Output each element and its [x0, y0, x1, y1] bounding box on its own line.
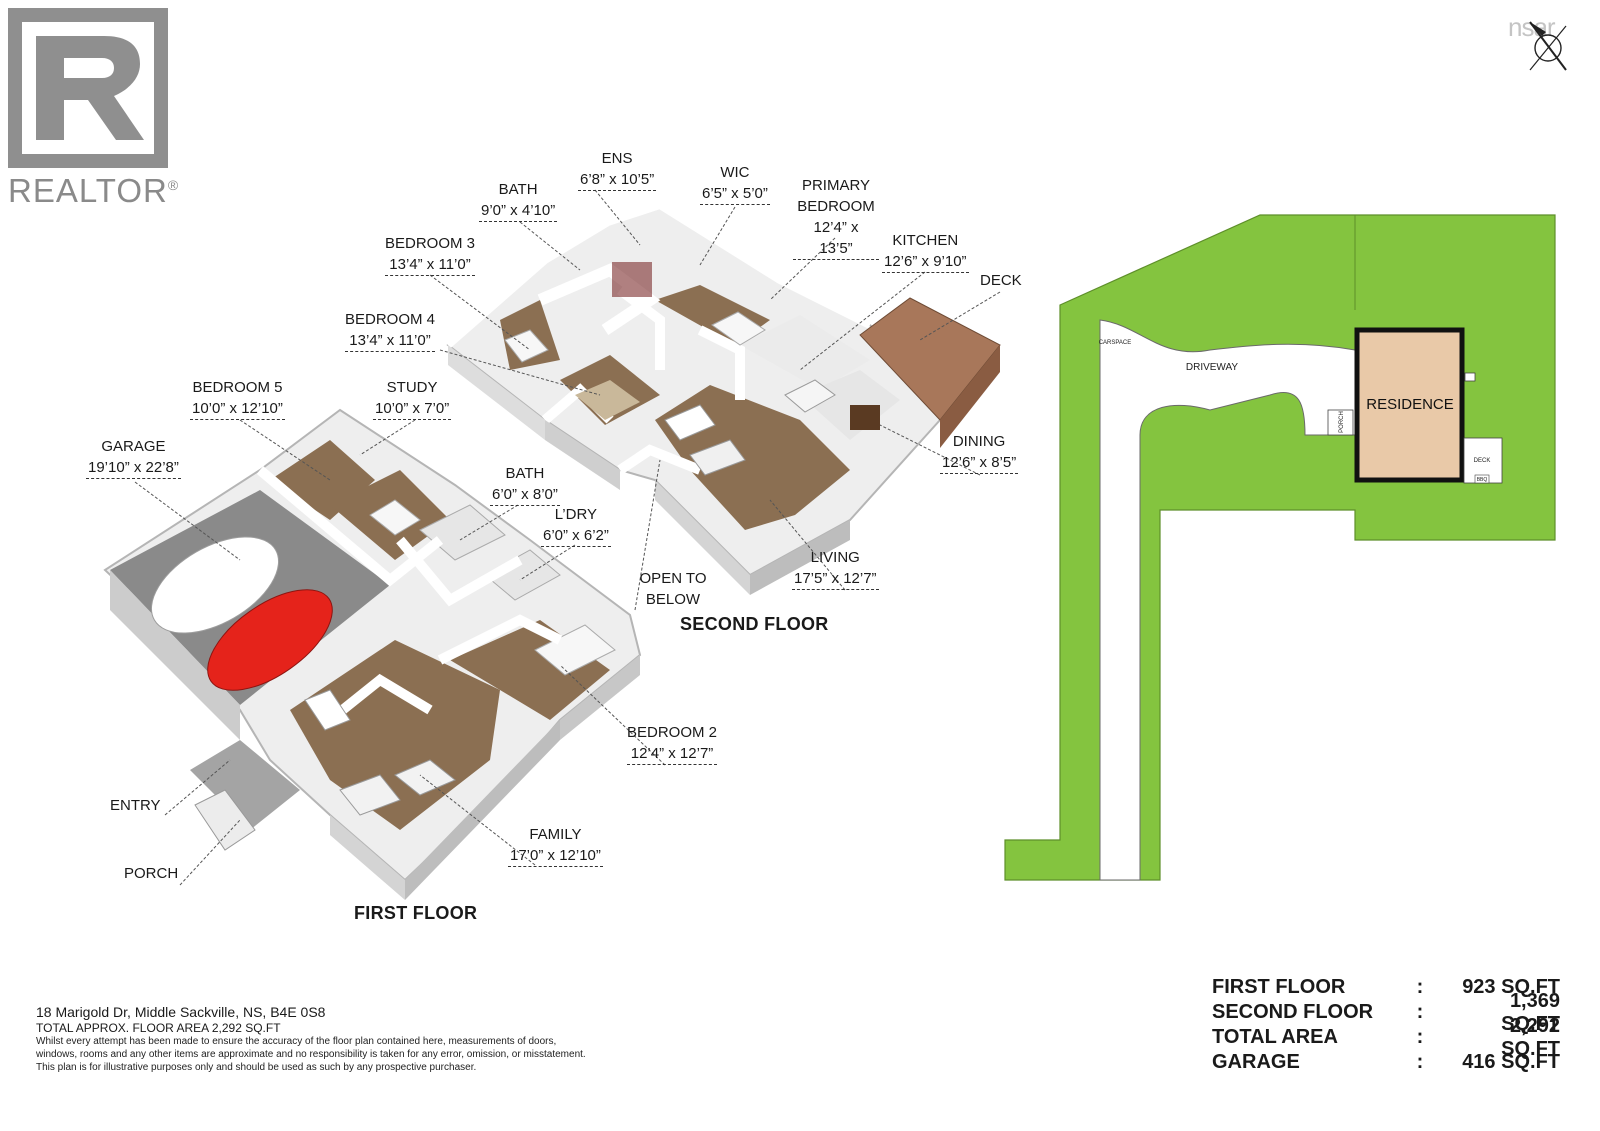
room-label-deck: DECK	[980, 272, 1022, 289]
site-carspace-label: CARSPACE	[1099, 340, 1132, 346]
leader-lines	[134, 189, 1001, 886]
address-line: 18 Marigold Dr, Middle Sackville, NS, B4…	[36, 1004, 326, 1020]
site-residence-label: RESIDENCE	[1366, 396, 1454, 413]
area-row: FIRST FLOOR:923 SQ.FT	[1212, 976, 1560, 998]
room-label-porch: PORCH	[124, 865, 179, 882]
site-plan: RESIDENCE DRIVEWAY CARSPACE PORCH DECK B…	[1004, 214, 1556, 881]
area-summary: FIRST FLOOR:923 SQ.FT SECOND FLOOR:1,369…	[1212, 975, 1560, 1075]
area-row: SECOND FLOOR:1,369 SQ.FT	[1212, 989, 1560, 1035]
site-porch-label: PORCH	[1339, 411, 1345, 433]
nsar-logo: nsar	[1508, 12, 1556, 42]
north-compass-icon: N	[1529, 21, 1567, 71]
second-floor-model	[445, 200, 1001, 595]
address-block: 18 Marigold Dr, Middle Sackville, NS, B4…	[36, 1003, 586, 1074]
site-deck-label: DECK	[1474, 458, 1491, 464]
room-label-open-to-below: OPEN TO BELOW	[639, 570, 707, 608]
site-bbq-label: BBQ	[1477, 477, 1488, 483]
floorplan-illustration	[103, 189, 1001, 900]
first-floor-model	[103, 408, 642, 900]
second-floor-title: SECOND FLOOR	[680, 614, 829, 634]
disclaimer-line-3: This plan is for illustrative purposes o…	[36, 1062, 477, 1073]
disclaimer-line-1: Whilst every attempt has been made to en…	[36, 1036, 557, 1047]
room-label-entry: ENTRY	[110, 797, 161, 814]
site-driveway-label: DRIVEWAY	[1186, 362, 1239, 373]
disclaimer-line-2: windows, rooms and any other items are a…	[36, 1049, 586, 1060]
realtor-logo	[8, 8, 168, 168]
first-floor-title: FIRST FLOOR	[354, 903, 478, 923]
area-row: TOTAL AREA:2,292 SQ.FT	[1212, 1014, 1560, 1060]
area-row: GARAGE:416 SQ.FT	[1212, 1051, 1560, 1073]
realtor-wordmark: REALTOR®	[8, 172, 180, 209]
total-area-line: TOTAL APPROX. FLOOR AREA 2,292 SQ.FT	[36, 1021, 281, 1035]
